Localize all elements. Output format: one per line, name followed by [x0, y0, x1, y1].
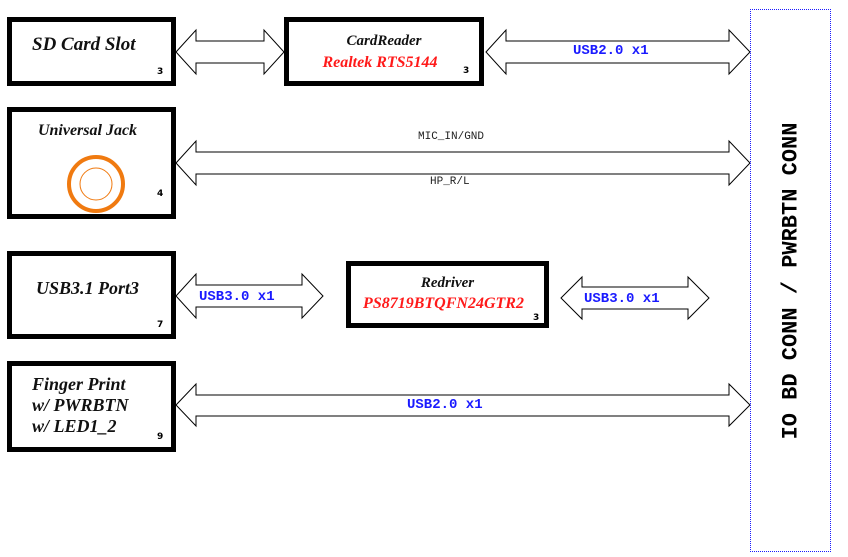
redriver-block: Redriver PS8719BTQFN24GTR2 3 — [346, 261, 549, 328]
audio-jack-icon — [67, 155, 125, 213]
card-reader-part: Realtek RTS5144 — [322, 54, 438, 71]
arrow-redriver-conn — [560, 275, 710, 321]
fingerprint-line3: w/ LED1_2 — [32, 416, 117, 436]
io-bd-connector: IO BD CONN / PWRBTN CONN — [750, 9, 831, 552]
connector-label: IO BD CONN / PWRBTN CONN — [778, 122, 803, 439]
sd-card-slot-block: SD Card Slot 3 — [7, 17, 176, 86]
card-reader-title: CardReader — [346, 33, 422, 49]
page-ref: 7 — [157, 320, 164, 330]
universal-jack-block: Universal Jack 4 — [7, 107, 176, 219]
sd-card-slot-title: SD Card Slot — [32, 34, 136, 55]
redriver-part: PS8719BTQFN24GTR2 — [363, 295, 524, 312]
signal-label-redriver-conn: USB3.0 x1 — [584, 291, 660, 307]
fingerprint-line2: w/ PWRBTN — [32, 395, 129, 415]
arrow-usbport-redriver — [175, 272, 324, 320]
fingerprint-block: Finger Print w/ PWRBTN w/ LED1_2 9 — [7, 361, 176, 452]
usb-port-block: USB3.1 Port3 7 — [7, 251, 176, 339]
signal-label-usbport-redriver: USB3.0 x1 — [199, 289, 275, 305]
page-ref: 3 — [533, 313, 540, 323]
signal-label-cardreader-conn: USB2.0 x1 — [573, 43, 649, 59]
universal-jack-title: Universal Jack — [37, 122, 138, 139]
signal-label-fingerprint-conn: USB2.0 x1 — [407, 397, 483, 413]
signal-label-mic-in: MIC_IN/GND — [418, 131, 485, 143]
page-ref: 4 — [157, 189, 164, 199]
page-ref: 3 — [157, 67, 164, 77]
page-ref: 3 — [463, 66, 470, 76]
redriver-title: Redriver — [420, 275, 475, 291]
page-ref: 9 — [157, 432, 164, 442]
fingerprint-line1: Finger Print — [32, 374, 126, 394]
signal-label-hp: HP_R/L — [430, 176, 470, 188]
arrow-sd-cardreader — [175, 28, 285, 76]
card-reader-block: CardReader Realtek RTS5144 3 — [284, 17, 484, 86]
usb-port-title: USB3.1 Port3 — [35, 278, 140, 298]
